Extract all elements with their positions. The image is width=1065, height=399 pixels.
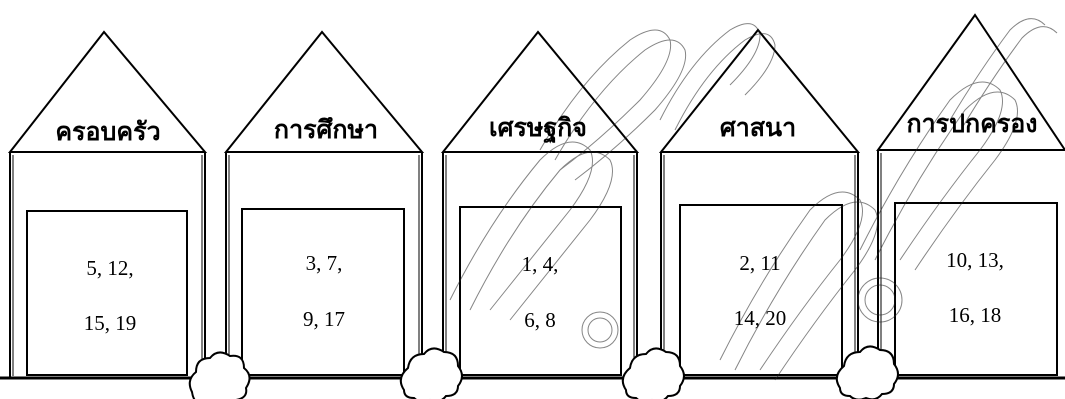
house-4 bbox=[658, 28, 861, 378]
house-5-window bbox=[894, 202, 1058, 376]
house-4-numbers-line1: 2, 11 bbox=[739, 251, 781, 275]
house-3-numbers-line2: 6, 8 bbox=[524, 308, 556, 332]
house-1-window bbox=[26, 210, 188, 376]
house-5 bbox=[876, 13, 1065, 378]
house-1-numbers-line2: 15, 19 bbox=[83, 311, 137, 335]
house-2-window bbox=[241, 208, 405, 376]
house-2-title: การศึกษา bbox=[273, 117, 379, 144]
house-2 bbox=[223, 30, 425, 378]
house-1-title: ครอบครัว bbox=[55, 119, 161, 146]
house-2-numbers-line2: 9, 17 bbox=[303, 307, 345, 331]
house-3-window bbox=[459, 206, 622, 376]
bush-2 bbox=[399, 347, 463, 399]
house-5-numbers-line1: 10, 13, bbox=[946, 248, 1004, 272]
house-3-title: เศรษฐกิจ bbox=[489, 115, 587, 142]
bush-4 bbox=[835, 345, 899, 399]
house-4-title: ศาสนา bbox=[719, 115, 797, 142]
watermark bbox=[449, 18, 1058, 381]
house-1-numbers-line1: 5, 12, bbox=[86, 256, 134, 280]
house-5-title: การปกครอง bbox=[906, 111, 1038, 138]
house-2-numbers-line1: 3, 7, bbox=[305, 251, 343, 275]
bush-1 bbox=[188, 351, 251, 399]
house-3-numbers-line1: 1, 4, bbox=[521, 252, 559, 276]
house-5-numbers-line2: 16, 18 bbox=[948, 303, 1002, 327]
house-4-window bbox=[679, 204, 843, 376]
house-3 bbox=[440, 30, 640, 378]
house-4-numbers-line2: 14, 20 bbox=[733, 306, 787, 330]
bush-3 bbox=[621, 347, 685, 399]
house-1 bbox=[7, 30, 208, 378]
